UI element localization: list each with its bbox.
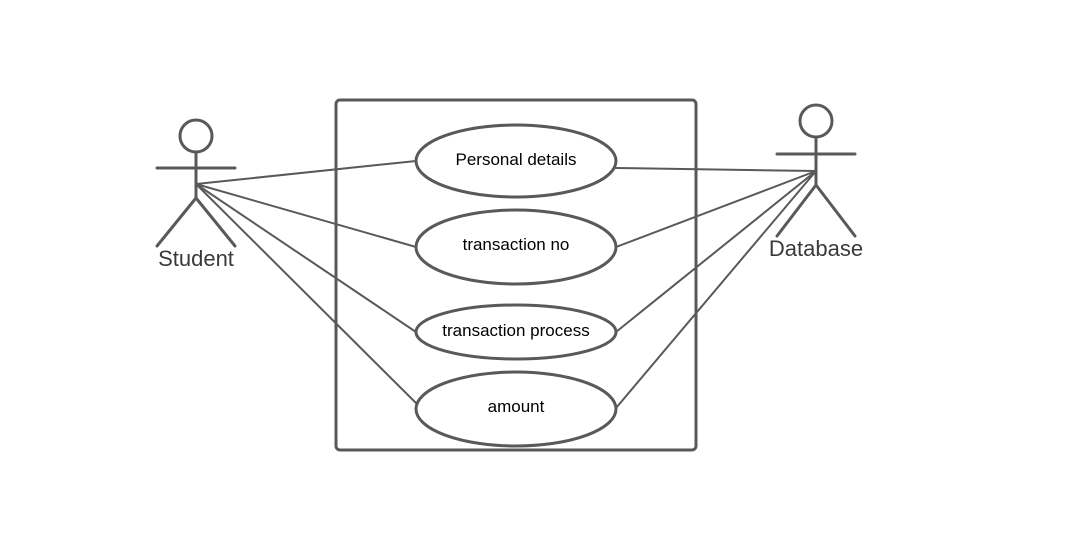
association-student-amount [195, 183, 417, 404]
association-database-amount [615, 170, 817, 409]
association-student-transaction-process [195, 183, 417, 333]
use-case-ellipse [414, 123, 618, 199]
use-case-label: transaction no [463, 235, 570, 254]
actor-label: Student [158, 246, 234, 271]
actor-database[interactable]: Database [769, 103, 863, 261]
association-database-transaction-no [615, 170, 817, 248]
system-boundary [334, 98, 698, 452]
actor-label: Database [769, 236, 863, 261]
use-case-transaction-process[interactable]: transaction process [414, 303, 618, 361]
use-case-ellipse [414, 370, 618, 448]
use-case-label: transaction process [442, 321, 589, 340]
actor-left-leg [155, 196, 198, 248]
use-case-personal-details[interactable]: Personal details [414, 123, 618, 199]
use-case-amount[interactable]: amount [414, 370, 618, 448]
association-database-personal-details [615, 167, 817, 172]
actor-student[interactable]: Student [155, 118, 237, 271]
association-student-transaction-no [195, 183, 417, 248]
use-case-transaction-no[interactable]: transaction no [414, 208, 618, 286]
use-case-label: amount [488, 397, 545, 416]
use-case-ellipse [414, 208, 618, 286]
association-database-transaction-process [615, 170, 817, 333]
actor-head [798, 103, 834, 139]
actor-right-leg [194, 196, 237, 248]
actor-right-leg [814, 183, 857, 238]
actor-head [178, 118, 214, 154]
actor-left-leg [775, 183, 818, 238]
associations [195, 160, 817, 409]
use-case-ellipse [414, 303, 618, 361]
use-case-label: Personal details [456, 150, 577, 169]
association-student-personal-details [195, 160, 417, 185]
